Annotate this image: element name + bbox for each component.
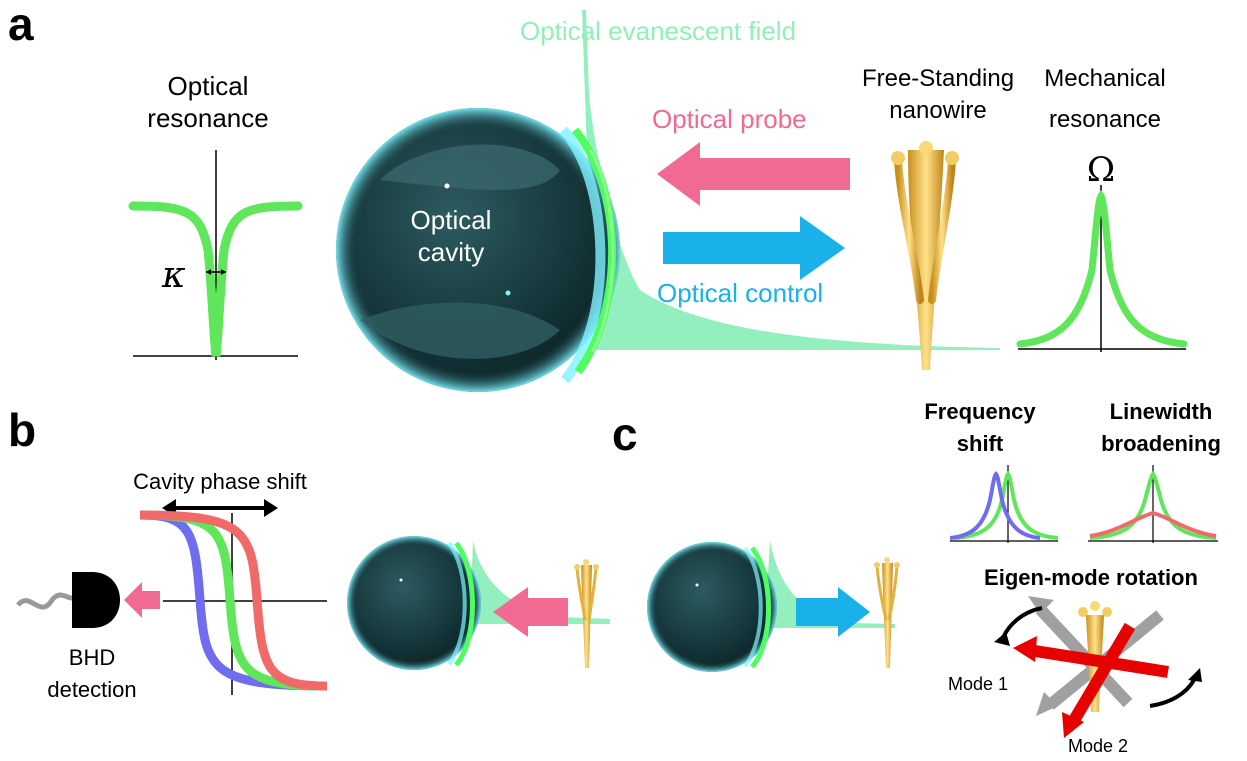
panel-b-cavity xyxy=(347,536,610,670)
panel-c-nanowire xyxy=(874,557,900,668)
freq-curve-green xyxy=(954,471,1059,540)
optical-cavity-sphere xyxy=(336,108,620,392)
bhd-detector-icon xyxy=(16,572,120,628)
mode-2-label: Mode 2 xyxy=(1068,736,1128,756)
linewidth-label-line2: broadening xyxy=(1101,431,1221,456)
free-standing-nanowire xyxy=(891,141,959,370)
optical-probe-label: Optical probe xyxy=(652,104,807,134)
panel-b-probe-arrow xyxy=(493,587,568,637)
linewidth-curve-red xyxy=(1089,510,1217,538)
rotation-arrow-right xyxy=(1149,678,1196,708)
mechanical-resonance-plot xyxy=(1016,185,1188,352)
linewidth-plot xyxy=(1088,465,1218,543)
bhd-input-arrow xyxy=(124,582,160,618)
optical-resonance-plot: κ xyxy=(128,150,303,360)
phase-curve-blue xyxy=(139,510,328,691)
frequency-shift-label-line2: shift xyxy=(957,431,1004,456)
eigen-mode-diagram xyxy=(994,596,1202,738)
freq-curve-blue xyxy=(949,471,1041,540)
panel-a-letter: a xyxy=(8,0,34,50)
nanowire-label-line1: Free-Standing xyxy=(862,65,1014,92)
mode-red-1 xyxy=(1034,645,1169,678)
phase-shift-plot xyxy=(139,510,328,695)
panel-b-nanowire xyxy=(574,559,599,668)
mechanical-resonance-label-line1: Mechanical xyxy=(1044,65,1165,92)
phase-curve-red xyxy=(139,510,328,691)
nanowire-label-line2: nanowire xyxy=(889,97,986,124)
frequency-shift-plot xyxy=(949,465,1059,543)
linewidth-label-line1: Linewidth xyxy=(1110,399,1213,424)
panel-b-letter: b xyxy=(8,404,36,456)
optical-resonance-label-line2: resonance xyxy=(147,103,268,133)
bhd-label-line2: detection xyxy=(47,677,136,702)
mechanical-resonance-curve xyxy=(1016,190,1188,348)
omega-symbol: Ω xyxy=(1087,150,1115,190)
frequency-shift-label-line1: Frequency xyxy=(924,399,1036,424)
optical-control-label: Optical control xyxy=(657,278,823,308)
evanescent-field xyxy=(584,10,1000,350)
mechanical-resonance-label-line2: resonance xyxy=(1049,106,1161,133)
optical-resonance-label-line1: Optical xyxy=(168,71,249,101)
evanescent-field-label: Optical evanescent field xyxy=(520,16,796,46)
kappa-arrow xyxy=(206,269,226,275)
mode-red-2 xyxy=(1067,622,1136,726)
optical-control-arrow xyxy=(663,216,845,280)
optical-resonance-curve xyxy=(128,201,303,357)
panel-c-control-arrow xyxy=(796,587,870,637)
mode-1-label: Mode 1 xyxy=(948,674,1008,694)
cavity-phase-shift-label: Cavity phase shift xyxy=(133,469,307,494)
eigen-mode-rotation-label: Eigen-mode rotation xyxy=(984,565,1198,590)
optical-cavity-label-line1: Optical xyxy=(411,205,492,235)
optical-cavity-label-line2: cavity xyxy=(418,237,484,267)
optical-probe-arrow xyxy=(657,142,850,206)
panel-c-letter: c xyxy=(612,408,638,460)
kappa-symbol: κ xyxy=(161,255,186,296)
bhd-label-line1: BHD xyxy=(69,645,115,670)
